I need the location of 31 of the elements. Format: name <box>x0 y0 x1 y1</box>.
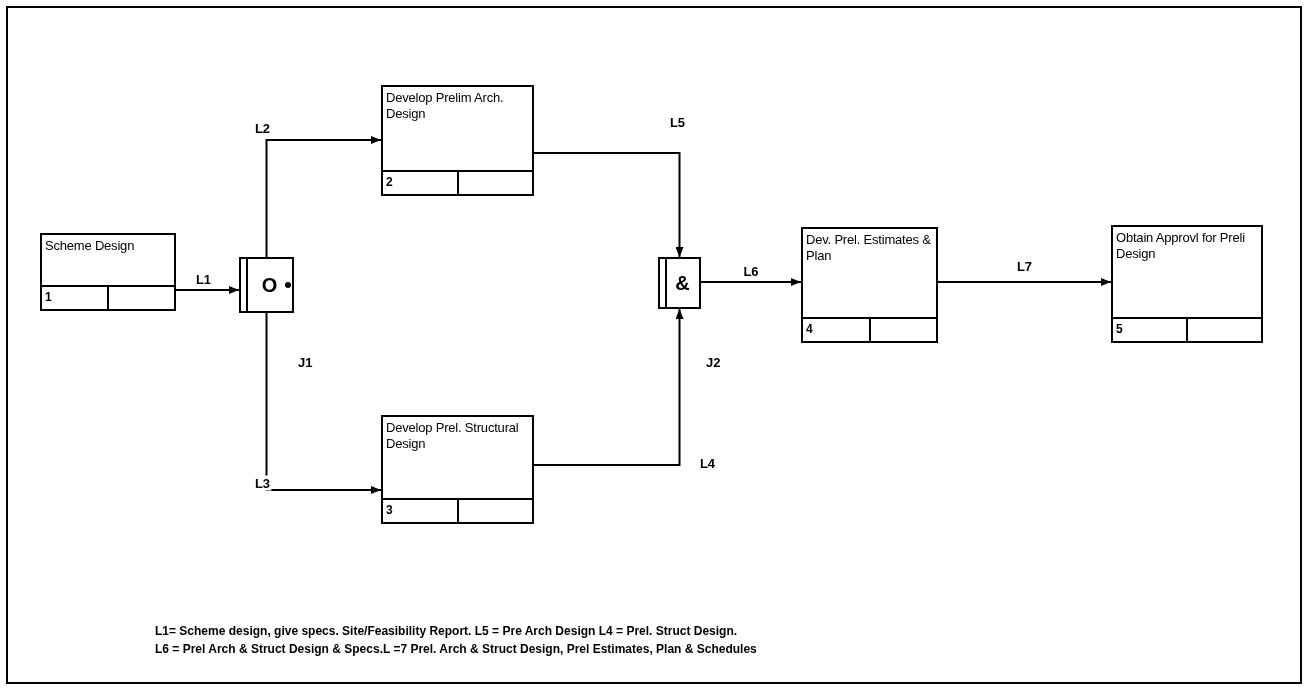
process-number: 2 <box>383 172 459 194</box>
junction-label: J2 <box>706 355 721 370</box>
process-title: Scheme Design <box>44 237 136 255</box>
process-title: Develop Prel. Structural Design <box>385 419 520 453</box>
process-box <box>381 415 534 524</box>
junction-symbol: O <box>261 273 278 297</box>
edge-label: L3 <box>253 475 272 491</box>
process-box <box>381 85 534 196</box>
process-number: 3 <box>383 500 459 522</box>
process-number: 4 <box>803 319 871 341</box>
junction-box <box>658 257 701 309</box>
process-box <box>1111 225 1263 343</box>
note-text: L1= Scheme design, give specs. Site/Feasibility Report. L5 = Pre Arch Design L4 = Prel. Struct Design. <box>155 624 738 638</box>
junction-symbol: & <box>675 271 690 295</box>
arrow <box>533 152 684 258</box>
process-box <box>40 233 176 311</box>
arrow <box>175 286 240 294</box>
arrow <box>265 136 382 258</box>
arrow <box>265 312 382 494</box>
process-title: Obtain Approvl for Preli Design <box>1115 229 1246 263</box>
process-number: 1 <box>42 287 109 309</box>
note-text: L6 = Prel Arch & Struct Design & Specs.L =7 Prel. Arch & Struct Design, Prel Estimates, Plan & Schedules <box>155 642 757 656</box>
junction-label: J1 <box>298 355 313 370</box>
arrow <box>700 278 802 286</box>
arrow <box>937 278 1112 286</box>
process-title: Dev. Prel. Estimates & Plan <box>805 231 932 265</box>
junction-box <box>239 257 294 313</box>
arrow <box>533 308 684 466</box>
process-title: Develop Prelim Arch. Design <box>385 89 505 123</box>
process-number: 5 <box>1113 319 1188 341</box>
process-box <box>801 227 938 343</box>
